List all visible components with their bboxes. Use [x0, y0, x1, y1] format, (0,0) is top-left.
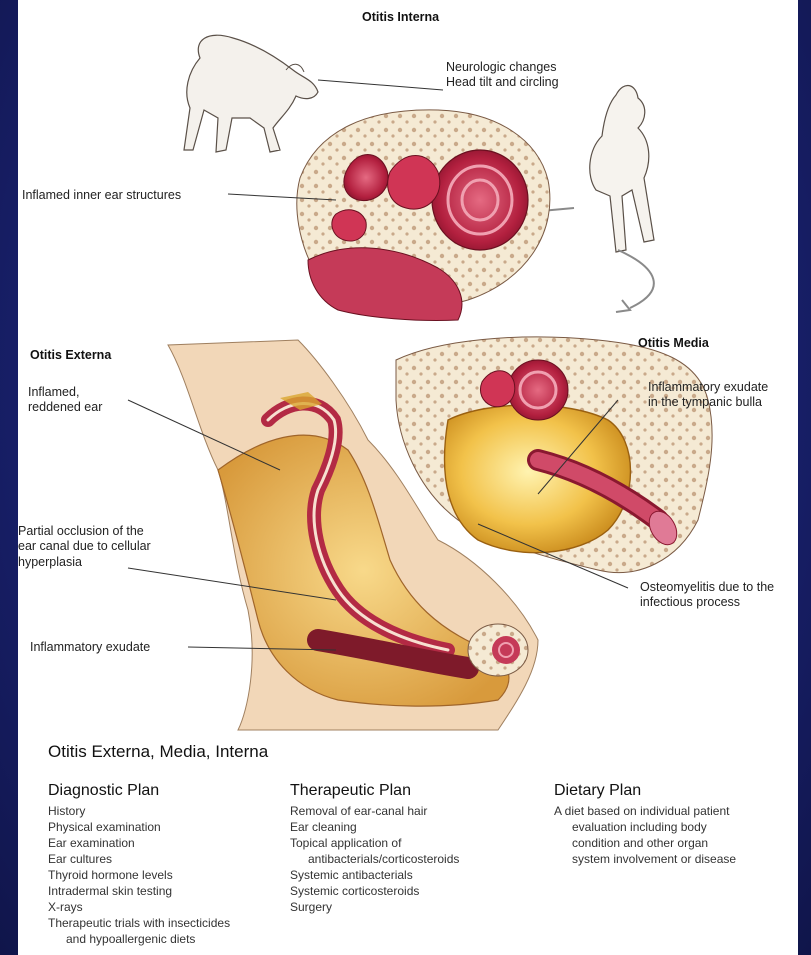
- plan-item: Ear cultures: [48, 851, 288, 867]
- inner-ear-label: Inflamed inner ear structures: [22, 188, 181, 203]
- plan-item: Ear cleaning: [290, 819, 530, 835]
- circling-arrow: [618, 250, 654, 308]
- plan-item: Systemic antibacterials: [290, 867, 530, 883]
- neuro-label: Neurologic changes Head tilt and circlin…: [446, 60, 559, 91]
- otitis-media-title: Otitis Media: [638, 336, 709, 350]
- plan-item: Therapeutic trials with insecticides: [48, 915, 288, 931]
- plan-item: Intradermal skin testing: [48, 883, 288, 899]
- middle-ear-cross-section: [396, 337, 712, 573]
- inner-ear-cross-section: [297, 110, 550, 321]
- plan-item: Physical examination: [48, 819, 288, 835]
- plan-item: and hypoallergenic diets: [48, 931, 288, 947]
- inflamed-ear-label: Inflamed, reddened ear: [28, 385, 102, 416]
- plan-item: system involvement or disease: [554, 851, 794, 867]
- plan-item: Ear examination: [48, 835, 288, 851]
- therapeutic-plan-title: Therapeutic Plan: [290, 782, 530, 800]
- plan-item: evaluation including body: [554, 819, 794, 835]
- plan-item: Topical application of: [290, 835, 530, 851]
- exudate-label: Inflammatory exudate: [30, 640, 150, 655]
- otitis-externa-title: Otitis Externa: [30, 348, 111, 362]
- neuro-leader-line: [318, 80, 443, 90]
- footer-title: Otitis Externa, Media, Interna: [48, 742, 268, 762]
- dog-circling-figure: [590, 85, 654, 252]
- plan-item: X-rays: [48, 899, 288, 915]
- plan-item: History: [48, 803, 288, 819]
- plan-item: antibacterials/corticosteroids: [290, 851, 530, 867]
- plan-item: Removal of ear-canal hair: [290, 803, 530, 819]
- bulla-label: Inflammatory exudate in the tympanic bul…: [648, 380, 768, 411]
- plan-item: Systemic corticosteroids: [290, 883, 530, 899]
- occlusion-label: Partial occlusion of the ear canal due t…: [18, 524, 151, 570]
- dietary-plan-title: Dietary Plan: [554, 782, 794, 800]
- plan-item: condition and other organ: [554, 835, 794, 851]
- plan-item: Surgery: [290, 899, 530, 915]
- diagnostic-plan: Diagnostic Plan History Physical examina…: [48, 782, 288, 947]
- plan-item: A diet based on individual patient: [554, 803, 794, 819]
- diagnostic-plan-title: Diagnostic Plan: [48, 782, 288, 800]
- therapeutic-plan: Therapeutic Plan Removal of ear-canal ha…: [290, 782, 530, 915]
- dog-standing-figure: [184, 35, 318, 152]
- osteomyelitis-label: Osteomyelitis due to the infectious proc…: [640, 580, 774, 611]
- slide-page: Otitis Interna Otitis Externa Otitis Med…: [18, 0, 798, 955]
- dietary-plan: Dietary Plan A diet based on individual …: [554, 782, 794, 867]
- otitis-interna-title: Otitis Interna: [362, 10, 439, 24]
- plan-item: Thyroid hormone levels: [48, 867, 288, 883]
